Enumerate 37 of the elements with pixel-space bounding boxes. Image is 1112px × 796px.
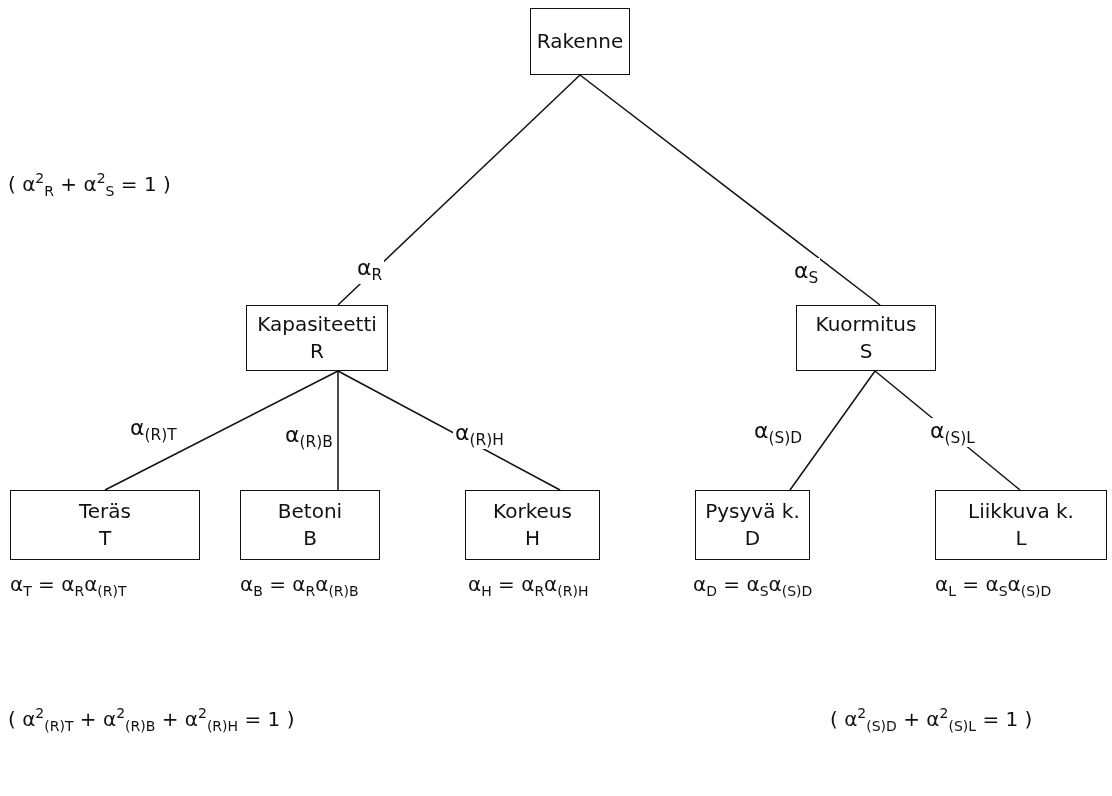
process-box xyxy=(695,490,810,560)
node-title: Pysyvä k. xyxy=(705,498,800,525)
formula: α$_{L}$ = α$_{S}$α$_{(S)D}$ xyxy=(935,572,1052,599)
node-title: Betoni xyxy=(277,498,343,525)
formula: α$_{T}$ = α$_{R}$α$_{(R)T}$ xyxy=(10,572,127,599)
equation: ( α$^{2}$$_{R}$ + α$^{2}$$_{S}$ = 1 ) xyxy=(8,170,171,199)
connector-line xyxy=(337,370,339,491)
process-box xyxy=(935,490,1107,560)
process-box xyxy=(240,490,380,560)
node-symbol: B xyxy=(303,525,317,552)
node-symbol: T xyxy=(98,525,112,552)
equation: ( α$^{2}$$_{(S)D}$ + α$^{2}$$_{(S)L}$ = 1 ) xyxy=(830,705,1033,734)
node-symbol: S xyxy=(859,338,873,365)
formula: α$_{H}$ = α$_{R}$α$_{(R)H}$ xyxy=(468,572,589,599)
node-title: Kuormitus xyxy=(815,311,917,338)
node-title: Rakenne xyxy=(536,28,624,55)
node-symbol: L xyxy=(1015,525,1027,552)
process-box xyxy=(796,305,936,371)
process-box xyxy=(530,8,630,75)
connector-line xyxy=(789,370,876,491)
node-title: Teräs xyxy=(79,498,131,525)
connector-line xyxy=(104,370,339,491)
formula: α$_{D}$ = α$_{S}$α$_{(S)D}$ xyxy=(693,572,813,599)
node-title: Korkeus xyxy=(493,498,572,525)
node-symbol: H xyxy=(524,525,540,552)
formula: α$_{B}$ = α$_{R}$α$_{(R)B}$ xyxy=(240,572,359,599)
node-symbol: D xyxy=(744,525,761,552)
process-box xyxy=(10,490,200,560)
node-title: Kapasiteetti xyxy=(257,311,377,338)
connector-line xyxy=(579,74,881,306)
node-symbol: R xyxy=(310,338,324,365)
connector-line xyxy=(337,74,581,306)
edge-label: α$_{(S)L}$ xyxy=(928,418,977,448)
node-title: Liikkuva k. xyxy=(968,498,1074,525)
process-box xyxy=(465,490,600,560)
equation: ( α$^{2}$$_{(R)T}$ + α$^{2}$$_{(R)B}$ + α$^{2}$$_{(R)H}$ = 1 ) xyxy=(8,705,295,734)
process-box xyxy=(246,305,388,371)
